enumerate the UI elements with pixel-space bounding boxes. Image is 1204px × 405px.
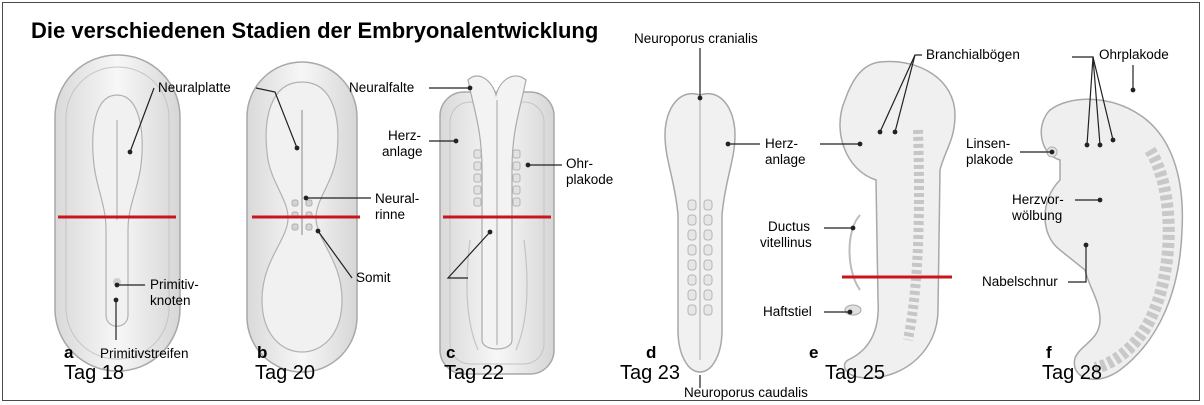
label-herzanlage-c-1: Herz-	[388, 128, 421, 144]
label-ohrplakode-c-2: plakode	[566, 172, 613, 188]
label-neuralrinne-2: rinne	[375, 207, 405, 223]
embryo-stage-d	[665, 94, 735, 372]
stage-letter-e: e	[809, 344, 818, 362]
label-herzvorwoelbung-2: wölbung	[1012, 208, 1062, 224]
label-herzvorwoelbung-1: Herzvor-	[1012, 192, 1064, 208]
label-ductus-2: vitellinus	[760, 235, 812, 251]
label-primitivstreifen: Primitivstreifen	[100, 346, 189, 362]
label-linsenplakode-1: Linsen-	[966, 136, 1010, 152]
embryo-stage-e	[840, 62, 955, 378]
label-haftstiel: Haftstiel	[763, 304, 812, 320]
embryo-stage-c	[440, 76, 554, 374]
label-nabelschnur: Nabelschnur	[982, 274, 1058, 290]
label-herzanlage-d-2: anlage	[765, 152, 806, 168]
label-ohrplakode-f: Ohrplakode	[1099, 47, 1169, 63]
label-neuroporus-cranialis: Neuroporus cranialis	[634, 31, 758, 47]
embryo-stage-a	[55, 55, 180, 371]
label-neuralfalte: Neuralfalte	[349, 80, 414, 96]
stage-letter-a: a	[64, 344, 73, 362]
stage-day-d: Tag 23	[620, 362, 680, 384]
label-neuroporus-caudalis: Neuroporus caudalis	[684, 385, 808, 401]
stage-letter-b: b	[257, 344, 267, 362]
label-herzanlage-d-1: Herz-	[765, 136, 798, 152]
label-linsenplakode-2: plakode	[966, 152, 1013, 168]
label-ohrplakode-c-1: Ohr-	[566, 156, 593, 172]
label-herzanlage-c-2: anlage	[382, 144, 423, 160]
stage-day-c: Tag 22	[444, 362, 504, 384]
stage-letter-d: d	[646, 344, 656, 362]
stage-day-a: Tag 18	[64, 362, 124, 384]
label-neuralplatte: Neuralplatte	[158, 80, 231, 96]
stage-letter-c: c	[446, 344, 455, 362]
label-primitivknoten-1: Primitiv-	[150, 277, 199, 293]
stage-day-e: Tag 25	[825, 362, 885, 384]
label-somit: Somit	[356, 270, 391, 286]
label-neuralrinne-1: Neural-	[375, 191, 419, 207]
stage-letter-f: f	[1046, 344, 1052, 362]
label-branchialboegen: Branchialbögen	[926, 47, 1020, 63]
stage-day-b: Tag 20	[255, 362, 315, 384]
label-primitivknoten-2: knoten	[150, 293, 191, 309]
stage-day-f: Tag 28	[1042, 362, 1102, 384]
label-ductus-1: Ductus	[768, 219, 810, 235]
